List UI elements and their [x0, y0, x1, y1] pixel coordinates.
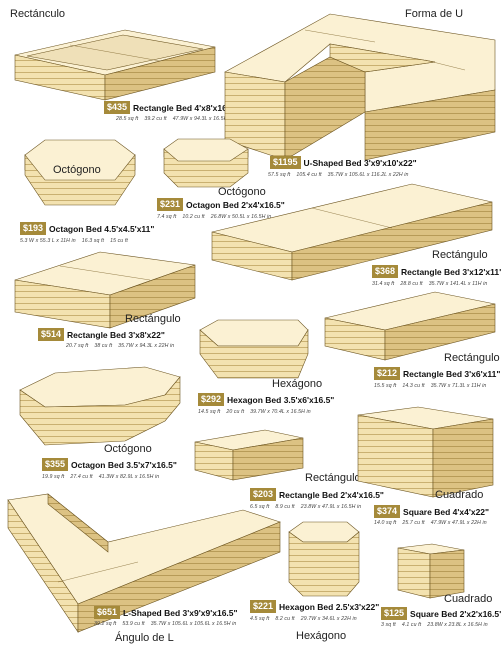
product-title: Octagon Bed 4.5'x4.5'x11" [49, 223, 155, 234]
bed-label-octagon-4-5: Octógono [53, 164, 101, 176]
price-tag: $1195 [270, 156, 301, 169]
price-tag: $355 [42, 458, 69, 471]
product-title: Rectangle Bed 3'x12'x11" [401, 266, 501, 277]
price-row-rect-4x8[interactable]: $435 Rectangle Bed 4'x8'x16.5" [104, 101, 238, 114]
bed-label-hexagon-2-5x3: Hexágono [296, 630, 347, 642]
price-tag: $514 [38, 328, 65, 341]
octagon-2x4-bed-image [163, 138, 249, 188]
price-row-hexagon-2-5x3[interactable]: $221 Hexagon Bed 2.5'x3'x22" [250, 600, 379, 613]
price-row-rect-3x12[interactable]: $368 Rectangle Bed 3'x12'x11" [372, 265, 501, 278]
price-row-square-2x2[interactable]: $125 Square Bed 2'x2'x16.5" [381, 607, 501, 620]
product-title: U-Shaped Bed 3'x9'x10'x22" [303, 157, 417, 168]
octagon-3-5x7-bed-image [19, 366, 181, 446]
bed-label-square-2x2: Cuadrado [444, 593, 493, 605]
price-tag: $203 [250, 488, 277, 501]
rect-4x8-bed-image [14, 29, 216, 101]
bed-label-rect-3x12: Rectángulo [432, 249, 488, 261]
price-tag: $651 [94, 606, 121, 619]
bed-label-octagon-2x4: Octógono [218, 186, 266, 198]
product-title: Square Bed 4'x4'x22" [403, 506, 490, 517]
hexagon-2-5x3-bed-image [288, 521, 360, 597]
square-4x4-bed-image [357, 406, 494, 498]
bed-label-hexagon-3-5x6: Hexágono [272, 378, 323, 390]
bed-label-l-shaped: Ángulo de L [115, 632, 174, 644]
price-row-l-shaped[interactable]: $651 L-Shaped Bed 3'x9'x9'x16.5" [94, 606, 238, 619]
price-row-u-shaped[interactable]: $1195 U-Shaped Bed 3'x9'x10'x22" [270, 156, 417, 169]
bed-label-rect-3x8: Rectángulo [125, 313, 181, 325]
price-row-octagon-2x4[interactable]: $231 Octagon Bed 2'x4'x16.5" [157, 198, 285, 211]
product-title: Rectangle Bed 4'x8'x16.5" [133, 102, 238, 113]
u-shaped-bed-image [224, 13, 496, 161]
octagon-4-5-bed-image [24, 139, 136, 206]
price-row-hexagon-3-5x6[interactable]: $292 Hexagon Bed 3.5'x6'x16.5" [198, 393, 334, 406]
bed-label-rect-3x6: Rectángulo [444, 352, 500, 364]
price-tag: $292 [198, 393, 225, 406]
bed-label-square-4x4: Cuadrado [435, 489, 484, 501]
price-tag: $193 [20, 222, 47, 235]
price-row-octagon-3-5x7[interactable]: $355 Octagon Bed 3.5'x7'x16.5" [42, 458, 177, 471]
product-title: L-Shaped Bed 3'x9'x9'x16.5" [123, 607, 238, 618]
price-tag: $212 [374, 367, 401, 380]
bed-label-rect-4x8: Rectánculo [10, 8, 66, 20]
product-title: Rectangle Bed 3'x6'x11" [403, 368, 501, 379]
price-tag: $435 [104, 101, 131, 114]
hexagon-3-5x6-bed-image [199, 319, 309, 379]
bed-label-u-shaped: Forma de U [405, 8, 464, 20]
rect-2x4-bed-image [194, 429, 304, 481]
price-tag: $368 [372, 265, 399, 278]
l-shaped-bed-image [7, 493, 281, 633]
product-title: Square Bed 2'x2'x16.5" [410, 608, 501, 619]
rect-3x8-bed-image [14, 251, 196, 329]
product-title: Rectangle Bed 3'x8'x22" [67, 329, 165, 340]
product-title: Hexagon Bed 3.5'x6'x16.5" [227, 394, 335, 405]
rect-3x12-bed-image [211, 183, 493, 281]
price-row-square-4x4[interactable]: $374 Square Bed 4'x4'x22" [374, 505, 489, 518]
price-tag: $221 [250, 600, 277, 613]
price-tag: $125 [381, 607, 408, 620]
product-title: Octagon Bed 2'x4'x16.5" [186, 199, 285, 210]
price-row-rect-3x6[interactable]: $212 Rectangle Bed 3'x6'x11" [374, 367, 500, 380]
price-row-rect-2x4[interactable]: $203 Rectangle Bed 2'x4'x16.5" [250, 488, 384, 501]
price-tag: $231 [157, 198, 184, 211]
product-title: Hexagon Bed 2.5'x3'x22" [279, 601, 380, 612]
square-2x2-bed-image [397, 543, 465, 599]
product-title: Octagon Bed 3.5'x7'x16.5" [71, 459, 177, 470]
price-row-rect-3x8[interactable]: $514 Rectangle Bed 3'x8'x22" [38, 328, 165, 341]
bed-label-octagon-3-5x7: Octógono [104, 443, 152, 455]
price-row-octagon-4-5[interactable]: $193 Octagon Bed 4.5'x4.5'x11" [20, 222, 154, 235]
product-title: Rectangle Bed 2'x4'x16.5" [279, 489, 384, 500]
rect-3x6-bed-image [324, 291, 496, 361]
price-tag: $374 [374, 505, 401, 518]
bed-label-rect-2x4: Rectángulo [305, 472, 361, 484]
